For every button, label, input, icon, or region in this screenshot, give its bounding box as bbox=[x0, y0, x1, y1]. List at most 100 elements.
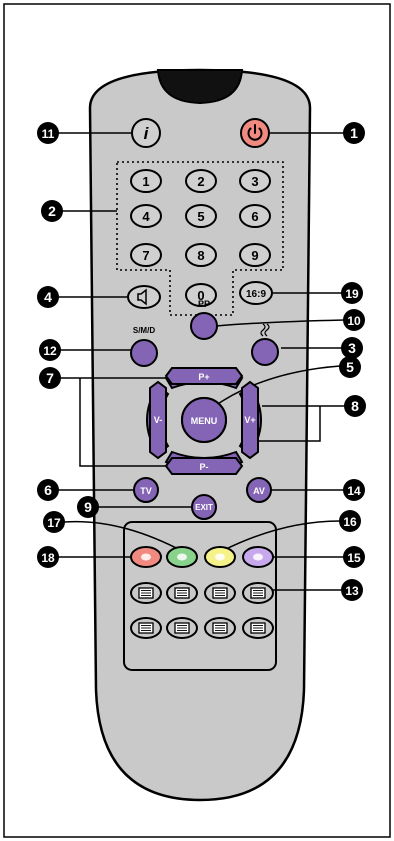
blue-key[interactable] bbox=[242, 546, 274, 568]
sound-mode-icon bbox=[260, 323, 270, 337]
tv-label: TV bbox=[140, 486, 152, 496]
callout-1: 1 bbox=[343, 122, 365, 144]
digit-button-2[interactable]: 2 bbox=[185, 169, 217, 193]
callout-18: 18 bbox=[37, 546, 59, 568]
callout-16: 16 bbox=[339, 510, 361, 532]
smd-label: S/M/D bbox=[133, 326, 155, 335]
teletext-hold-icon bbox=[212, 587, 228, 599]
callout-number: 5 bbox=[346, 359, 354, 375]
yellow-key[interactable] bbox=[204, 546, 236, 568]
callout-number: 3 bbox=[348, 340, 356, 356]
teletext-reveal-icon bbox=[250, 622, 266, 634]
p-minus-label: P- bbox=[200, 462, 209, 472]
digit-label: 1 bbox=[142, 174, 149, 189]
callout-number: 9 bbox=[84, 499, 92, 515]
teletext-cancel-icon bbox=[212, 622, 228, 634]
digit-button-9[interactable]: 9 bbox=[239, 243, 271, 267]
callout-number: 15 bbox=[347, 551, 361, 565]
sound-mode-button[interactable] bbox=[251, 338, 279, 366]
digit-button-5[interactable]: 5 bbox=[185, 204, 217, 228]
teletext-icon bbox=[138, 587, 154, 599]
callout-number: 12 bbox=[43, 344, 57, 358]
callout-number: 18 bbox=[41, 551, 55, 565]
callout-number: 2 bbox=[48, 203, 56, 219]
green-key[interactable] bbox=[166, 546, 198, 568]
digit-button-8[interactable]: 8 bbox=[185, 243, 217, 267]
info-button[interactable]: i bbox=[131, 118, 161, 148]
smd-button[interactable] bbox=[130, 339, 158, 367]
teletext-button-8[interactable] bbox=[242, 617, 274, 639]
callout-12: 12 bbox=[39, 339, 61, 361]
digit-label: 0 bbox=[197, 288, 204, 303]
teletext-panel bbox=[123, 521, 277, 671]
callout-number: 6 bbox=[44, 482, 52, 498]
callout-lines bbox=[58, 132, 345, 591]
av-label: AV bbox=[253, 486, 265, 496]
digit-button-6[interactable]: 6 bbox=[239, 204, 271, 228]
callout-number: 13 bbox=[345, 584, 359, 598]
numpad-outline bbox=[116, 161, 284, 316]
digit-label: 9 bbox=[251, 248, 258, 263]
callout-14: 14 bbox=[343, 479, 365, 501]
callout-number: 7 bbox=[46, 370, 54, 386]
power-button[interactable] bbox=[240, 118, 270, 148]
aspect-button[interactable]: 16:9 bbox=[239, 281, 273, 305]
pp-button[interactable] bbox=[190, 312, 218, 340]
digit-button-3[interactable]: 3 bbox=[239, 169, 271, 193]
callout-9: 9 bbox=[77, 496, 99, 518]
teletext-button-7[interactable] bbox=[204, 617, 236, 639]
teletext-keys bbox=[130, 582, 274, 639]
av-button[interactable]: AV bbox=[246, 477, 272, 503]
red-key[interactable] bbox=[130, 546, 162, 568]
callout-13: 13 bbox=[341, 579, 363, 601]
mute-button[interactable] bbox=[127, 285, 161, 309]
digit-button-1[interactable]: 1 bbox=[130, 169, 162, 193]
callout-5: 5 bbox=[339, 356, 361, 378]
callout-4: 4 bbox=[37, 286, 59, 308]
teletext-button-1[interactable] bbox=[130, 582, 162, 604]
callout-number: 11 bbox=[42, 127, 55, 141]
callout-number: 4 bbox=[44, 289, 52, 305]
teletext-mix-icon bbox=[174, 587, 190, 599]
aspect-label: 16:9 bbox=[246, 289, 266, 300]
ir-window bbox=[156, 69, 244, 105]
digit-button-7[interactable]: 7 bbox=[130, 243, 162, 267]
digit-label: 5 bbox=[197, 209, 204, 224]
digit-label: 6 bbox=[251, 209, 258, 224]
digit-label: 7 bbox=[142, 248, 149, 263]
digit-label: 2 bbox=[197, 174, 204, 189]
exit-button[interactable]: EXIT bbox=[191, 494, 217, 520]
callout-3: 3 bbox=[341, 337, 363, 359]
callout-number: 1 bbox=[350, 125, 358, 141]
teletext-subpage-icon bbox=[174, 622, 190, 634]
teletext-button-4[interactable] bbox=[242, 582, 274, 604]
callout-19: 19 bbox=[341, 282, 363, 304]
digit-label: 3 bbox=[251, 174, 258, 189]
p-plus-label: P+ bbox=[198, 372, 209, 382]
callout-7: 7 bbox=[39, 367, 61, 389]
teletext-button-2[interactable] bbox=[166, 582, 198, 604]
teletext-size-icon bbox=[138, 622, 154, 634]
teletext-button-3[interactable] bbox=[204, 582, 236, 604]
tv-button[interactable]: TV bbox=[133, 477, 159, 503]
v-minus-label: V- bbox=[154, 415, 163, 425]
callout-6: 6 bbox=[37, 479, 59, 501]
callout-number: 16 bbox=[343, 515, 357, 529]
power-icon bbox=[247, 124, 263, 141]
callout-15: 15 bbox=[343, 546, 365, 568]
v-plus-label: V+ bbox=[244, 415, 255, 425]
callout-number: 19 bbox=[345, 287, 359, 301]
digit-button-4[interactable]: 4 bbox=[130, 204, 162, 228]
speaker-icon bbox=[137, 288, 147, 306]
teletext-button-6[interactable] bbox=[166, 617, 198, 639]
callout-number: 17 bbox=[47, 516, 61, 530]
teletext-button-5[interactable] bbox=[130, 617, 162, 639]
info-icon: i bbox=[144, 124, 150, 143]
callout-17: 17 bbox=[43, 511, 65, 533]
digit-button-0[interactable]: 0 bbox=[185, 283, 217, 307]
callout-10: 10 bbox=[343, 309, 365, 331]
pp-label: PP bbox=[198, 299, 210, 309]
